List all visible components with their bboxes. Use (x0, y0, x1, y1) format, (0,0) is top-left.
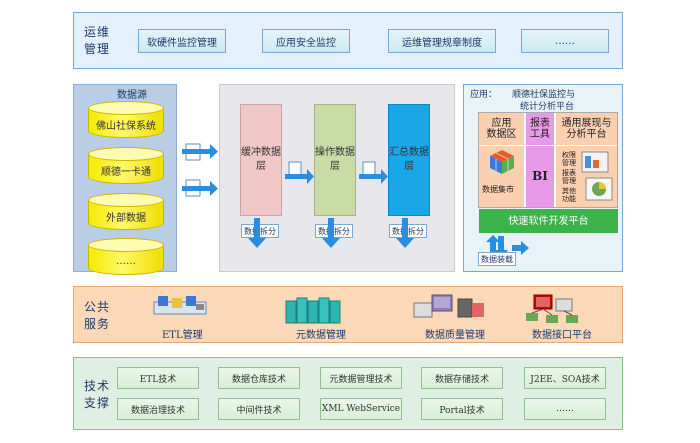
summary-data-layer: 汇总数据层 (388, 104, 430, 216)
datasource-title: 数据源 (117, 90, 147, 101)
app-data-area-header: 应用 数据区 (479, 113, 524, 145)
ops-title-line2: 管理 (84, 42, 111, 56)
report-tool-header: 报表 工具 (526, 113, 554, 145)
report-management-item: 报表管理 (562, 169, 576, 185)
tech-data-warehouse: 数据仓库技术 (218, 367, 300, 389)
tech-middleware: 中间件技术 (218, 398, 300, 420)
down-arrow-ods (322, 218, 340, 248)
data-interface-platform-icon (526, 294, 578, 323)
app-title-line1: 顺德社保监控与 (512, 90, 576, 100)
ops-management-title: 运维 管理 (84, 24, 110, 58)
tech-support-title: 技术 支撑 (84, 378, 110, 412)
ops-title-line1: 运维 (84, 25, 111, 39)
down-arrow-summary (396, 218, 414, 248)
permission-management-item: 权限管理 (562, 151, 576, 167)
data-quality-management-icon (413, 294, 484, 318)
other-functions-item: 其他功能 (562, 187, 576, 203)
data-load-label: 数据装载 (478, 252, 516, 266)
report-screens-icon (581, 151, 613, 201)
tech-title-line1: 技术 (84, 379, 111, 393)
flow-arrow-lower (182, 179, 218, 197)
app-title-line2: 统计分析平台 (520, 102, 575, 112)
ops-item-app-security: 应用安全监控 (262, 29, 350, 53)
app-prefix: 应用： (470, 90, 498, 100)
public-service-title: 公共 服务 (84, 299, 110, 333)
tech-j2ee-soa: J2EE、SOA技术 (524, 367, 606, 389)
ops-item-hw-monitor: 软硬件监控管理 (138, 29, 226, 53)
data-quality-management-label: 数据质量管理 (425, 330, 485, 341)
tech-etl: ETL技术 (117, 367, 199, 389)
layer-flow-arrows (285, 161, 388, 184)
operational-data-layer: 操作数据层 (314, 104, 356, 216)
tech-more: …… (524, 398, 606, 420)
data-interface-platform-label: 数据接口平台 (532, 330, 592, 341)
tech-data-storage: 数据存储技术 (421, 367, 503, 389)
tech-portal: Portal技术 (421, 398, 503, 420)
flow-arrow-ods-to-summary (359, 161, 388, 184)
rapid-dev-platform: 快速软件开发平台 (479, 209, 618, 233)
etl-management-label: ETL管理 (162, 330, 203, 341)
ops-item-more: …… (521, 29, 609, 53)
data-mart-label: 数据集市 (482, 185, 514, 194)
metadata-management-label: 元数据管理 (296, 330, 346, 341)
metadata-management-icon (285, 297, 341, 324)
tech-data-governance: 数据治理技术 (117, 398, 199, 420)
split-down-arrows (248, 218, 414, 248)
flow-arrow-upper (182, 143, 218, 161)
public-title-line2: 服务 (84, 317, 111, 331)
tech-metadata-management: 元数据管理技术 (320, 367, 402, 389)
bi-cell: BI (526, 146, 554, 207)
tech-xml-webservice: XML WebService (320, 398, 402, 420)
load-right-arrow (512, 241, 529, 255)
buffer-data-layer: 缓冲数据层 (240, 104, 282, 216)
presentation-platform-header: 通用展现与 分析平台 (556, 113, 617, 145)
flow-arrow-buffer-to-ods (285, 161, 314, 184)
ops-item-regulations: 运维管理规章制度 (388, 29, 496, 53)
etl-management-icon (153, 296, 207, 315)
tech-title-line2: 支撑 (84, 396, 111, 410)
public-title-line1: 公共 (84, 300, 111, 314)
down-arrow-buffer (248, 218, 266, 248)
datasource-flow-arrows (182, 143, 218, 197)
data-mart-cube-icon (490, 150, 514, 174)
